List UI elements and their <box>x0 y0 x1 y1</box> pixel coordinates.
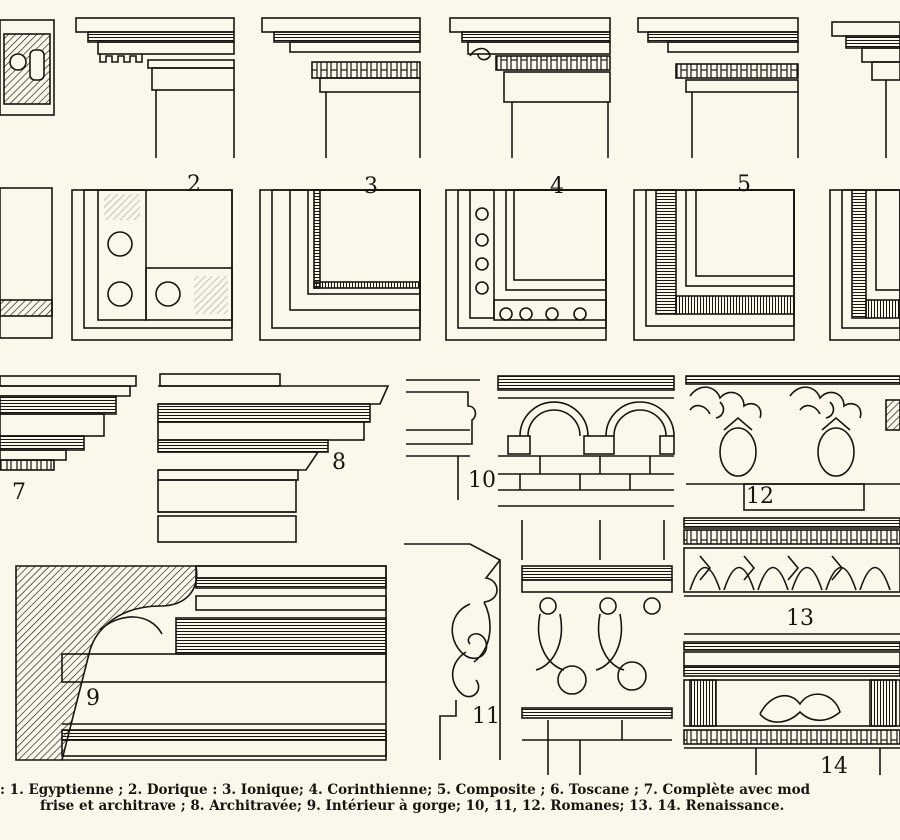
figure-11-romanesque-frieze <box>521 520 673 775</box>
figure-2-doric-ceiling <box>71 189 233 341</box>
caption-line-2: frise et architrave ; 8. Architravée; 9.… <box>40 798 785 814</box>
figure-label-12: 12 <box>746 484 774 509</box>
figure-label-13: 13 <box>786 606 814 631</box>
figure-4-corinthian-ceiling <box>445 189 607 341</box>
figure-6-tuscan-ceiling <box>829 189 900 341</box>
figure-8-architrave-cornice <box>157 373 390 543</box>
figure-label-5: 5 <box>737 172 751 197</box>
figure-label-9: 9 <box>86 686 100 711</box>
figure-label-4: 4 <box>550 174 564 199</box>
figure-label-3: 3 <box>364 174 378 199</box>
figure-2-doric-cornice <box>75 17 235 158</box>
figure-label-7: 7 <box>12 480 26 505</box>
figure-9-cove-interior <box>15 565 387 761</box>
figure-label-8: 8 <box>332 450 346 475</box>
figure-label-14: 14 <box>820 754 848 779</box>
figure-1-egyptian-corner <box>0 187 53 339</box>
figure-10-romanesque-profile <box>406 379 480 500</box>
figure-label-2: 2 <box>187 172 201 197</box>
figure-14-renaissance-frieze <box>683 641 900 775</box>
figure-7-complete-cornice <box>0 375 137 471</box>
figure-13-renaissance-frieze <box>683 517 900 635</box>
figure-3-ionic-ceiling <box>259 189 421 341</box>
figure-3-ionic-cornice <box>261 17 421 158</box>
figure-6-tuscan-cornice <box>831 21 900 158</box>
plate-caption: : 1. Egyptienne ; 2. Dorique : 3. Ioniqu… <box>0 774 900 834</box>
figure-1-egyptian-top <box>0 19 55 116</box>
figure-label-10: 10 <box>468 468 496 493</box>
figure-10-romanesque-arcade <box>497 375 675 507</box>
figure-5-composite-cornice <box>637 17 799 158</box>
figure-12-romanesque-capitals <box>685 375 900 511</box>
figure-4-corinthian-cornice <box>449 17 611 158</box>
figure-5-composite-ceiling <box>633 189 795 341</box>
figure-label-11: 11 <box>472 704 500 729</box>
figure-11-romanesque-bracket <box>404 543 502 760</box>
caption-line-1: : 1. Egyptienne ; 2. Dorique : 3. Ioniqu… <box>0 782 811 798</box>
